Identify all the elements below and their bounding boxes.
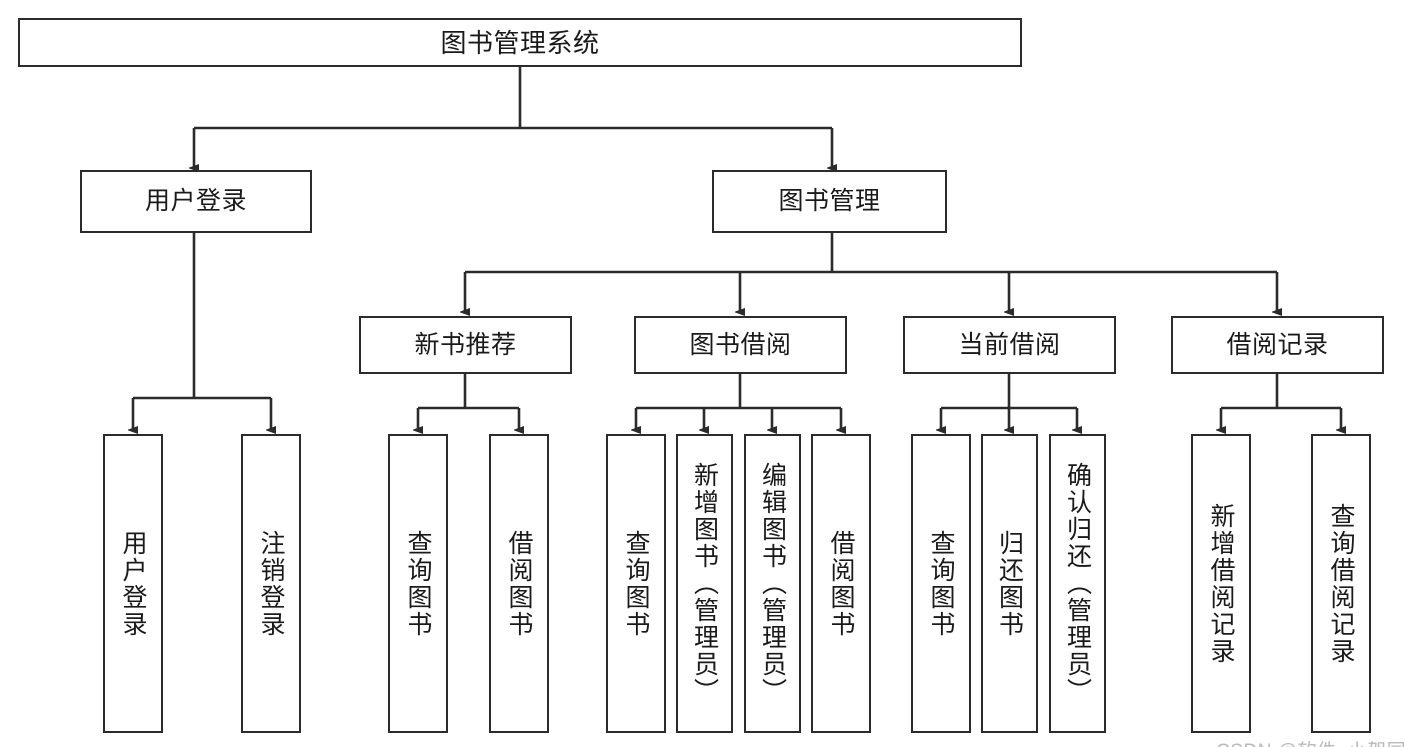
node-label: 查询图书	[927, 529, 955, 638]
leaf-add-book[interactable]: 新增图书（管理员）	[676, 434, 733, 733]
node-new-book-recommend[interactable]: 新书推荐	[359, 316, 572, 374]
leaf-add-record[interactable]: 新增借阅记录	[1191, 434, 1251, 733]
leaf-return-book[interactable]: 归还图书	[981, 434, 1038, 733]
node-label: 用户登录	[144, 187, 247, 215]
csdn-watermark: CSDN @软件_小贺同学	[1193, 714, 1405, 747]
node-label: 用户登录	[119, 529, 147, 638]
node-current-borrow[interactable]: 当前借阅	[903, 316, 1116, 374]
node-label: 查询图书	[404, 529, 432, 638]
leaf-query-book-3[interactable]: 查询图书	[911, 434, 971, 733]
node-book-borrow[interactable]: 图书借阅	[634, 316, 847, 374]
leaf-logout-login[interactable]: 注销登录	[241, 434, 301, 733]
node-label: 新增借阅记录	[1207, 502, 1235, 665]
node-label: 借阅图书	[505, 529, 533, 638]
node-book-management[interactable]: 图书管理	[712, 170, 947, 233]
node-label: 确认归还（管理员）	[1063, 462, 1092, 705]
node-label: 借阅图书	[827, 529, 855, 638]
leaf-borrow-book-1[interactable]: 借阅图书	[489, 434, 549, 733]
node-label: 新书推荐	[414, 330, 517, 359]
node-label: 借阅记录	[1226, 330, 1329, 359]
node-label: 查询借阅记录	[1327, 502, 1355, 665]
node-label: 注销登录	[257, 529, 285, 638]
node-borrow-record[interactable]: 借阅记录	[1171, 316, 1384, 374]
node-label: 新增图书（管理员）	[690, 462, 719, 705]
leaf-edit-book[interactable]: 编辑图书（管理员）	[744, 434, 801, 733]
leaf-user-login[interactable]: 用户登录	[103, 434, 163, 733]
watermark-text: CSDN @软件_小贺同学	[1216, 741, 1405, 747]
node-label: 当前借阅	[958, 330, 1061, 359]
leaf-query-record[interactable]: 查询借阅记录	[1311, 434, 1371, 733]
node-label: 查询图书	[622, 529, 650, 638]
node-label: 图书管理系统	[440, 27, 600, 58]
leaf-borrow-book-2[interactable]: 借阅图书	[811, 434, 871, 733]
node-root-system[interactable]: 图书管理系统	[18, 18, 1022, 67]
node-label: 编辑图书（管理员）	[758, 462, 787, 705]
leaf-query-book-1[interactable]: 查询图书	[388, 434, 448, 733]
leaf-confirm-return[interactable]: 确认归还（管理员）	[1049, 434, 1106, 733]
node-user-login[interactable]: 用户登录	[80, 170, 312, 233]
node-label: 图书借阅	[689, 330, 792, 359]
node-label: 归还图书	[995, 529, 1024, 638]
leaf-query-book-2[interactable]: 查询图书	[606, 434, 666, 733]
node-label: 图书管理	[778, 187, 881, 215]
